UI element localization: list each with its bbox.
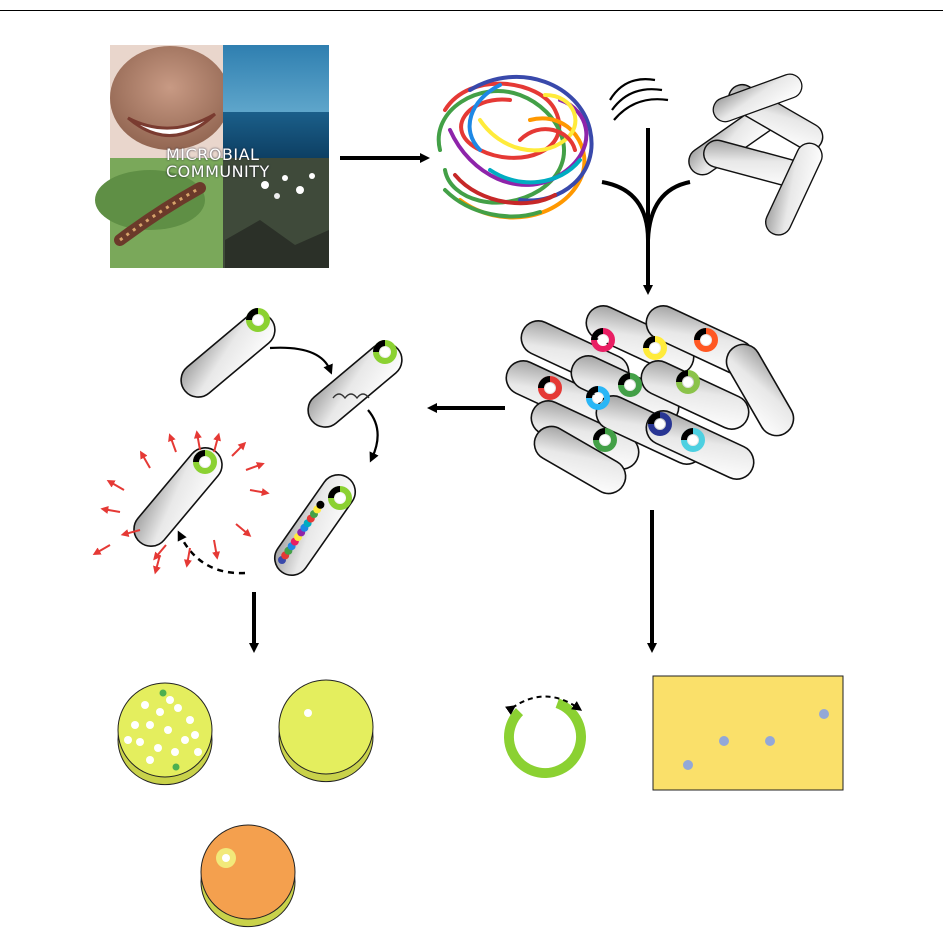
dna-tangle (439, 77, 592, 218)
plasmid-marker (331, 489, 349, 507)
secretion-arrow (236, 524, 248, 534)
secretion-arrow (171, 437, 176, 452)
assay-dot (765, 736, 775, 746)
secretion-arrow (246, 465, 261, 470)
assay-panel (653, 676, 843, 790)
secretion-arrow (110, 482, 124, 490)
secretion-arrow (232, 445, 243, 456)
plasmid-marker (679, 373, 697, 391)
assay-dot (719, 736, 729, 746)
colony (186, 716, 194, 724)
colony (141, 701, 149, 709)
colony (124, 736, 132, 744)
plasmid-marker (697, 331, 715, 349)
agar-plate-halo (201, 825, 295, 927)
colony (154, 744, 162, 752)
colony (136, 738, 144, 746)
colony (191, 731, 199, 739)
agar-plate-single (279, 680, 373, 782)
colony (131, 721, 139, 729)
plasmid-marker (541, 379, 559, 397)
plasmid-marker (196, 453, 214, 471)
plasmid-marker (249, 311, 267, 329)
product-cell (268, 468, 362, 582)
secretion-arrow (104, 509, 120, 512)
assay-dot (819, 709, 829, 719)
label-line2: COMMUNITY (166, 163, 270, 180)
plasmid-marker (621, 376, 639, 394)
colony (146, 756, 154, 764)
colony (181, 736, 189, 744)
plasmid-ring-icon (499, 691, 591, 783)
agar-plate-colonies (118, 683, 212, 785)
secretion-arrow (250, 490, 266, 493)
colony (166, 696, 174, 704)
hit-colony (173, 764, 180, 771)
colony (194, 748, 202, 756)
plasmid-marker (651, 415, 669, 433)
expression-cycle (96, 306, 409, 582)
secretion-arrow (214, 540, 217, 556)
secretion-arrow (187, 548, 190, 564)
secretion-arrow (197, 434, 200, 450)
cycle-arrow (368, 410, 378, 458)
library-cells (501, 300, 800, 499)
secretion-arrow (214, 437, 218, 452)
plasmid-marker (646, 339, 664, 357)
label-line1: MICROBIAL (166, 146, 270, 163)
colony (156, 708, 164, 716)
host-cells (684, 71, 828, 239)
cycle-arrow (270, 348, 330, 370)
colony (304, 709, 312, 717)
merge-arrow (602, 128, 690, 290)
secretion-arrow (96, 545, 110, 553)
plasmid-marker (376, 343, 394, 361)
colony (146, 721, 154, 729)
plasmid-marker (684, 431, 702, 449)
hit-colony (160, 690, 167, 697)
assay-dot (683, 760, 693, 770)
agar-plates (118, 680, 373, 927)
microbial-community-label: MICROBIAL COMMUNITY (166, 146, 270, 180)
plasmid-marker (594, 331, 612, 349)
secretion-arrow (142, 454, 150, 468)
plasmid-marker (589, 389, 607, 407)
colony (171, 748, 179, 756)
product-bead (316, 501, 324, 509)
colony (174, 704, 182, 712)
plasmid-marker (596, 431, 614, 449)
colony (222, 854, 230, 862)
sonication-waves-icon (610, 79, 668, 120)
colony (164, 726, 172, 734)
